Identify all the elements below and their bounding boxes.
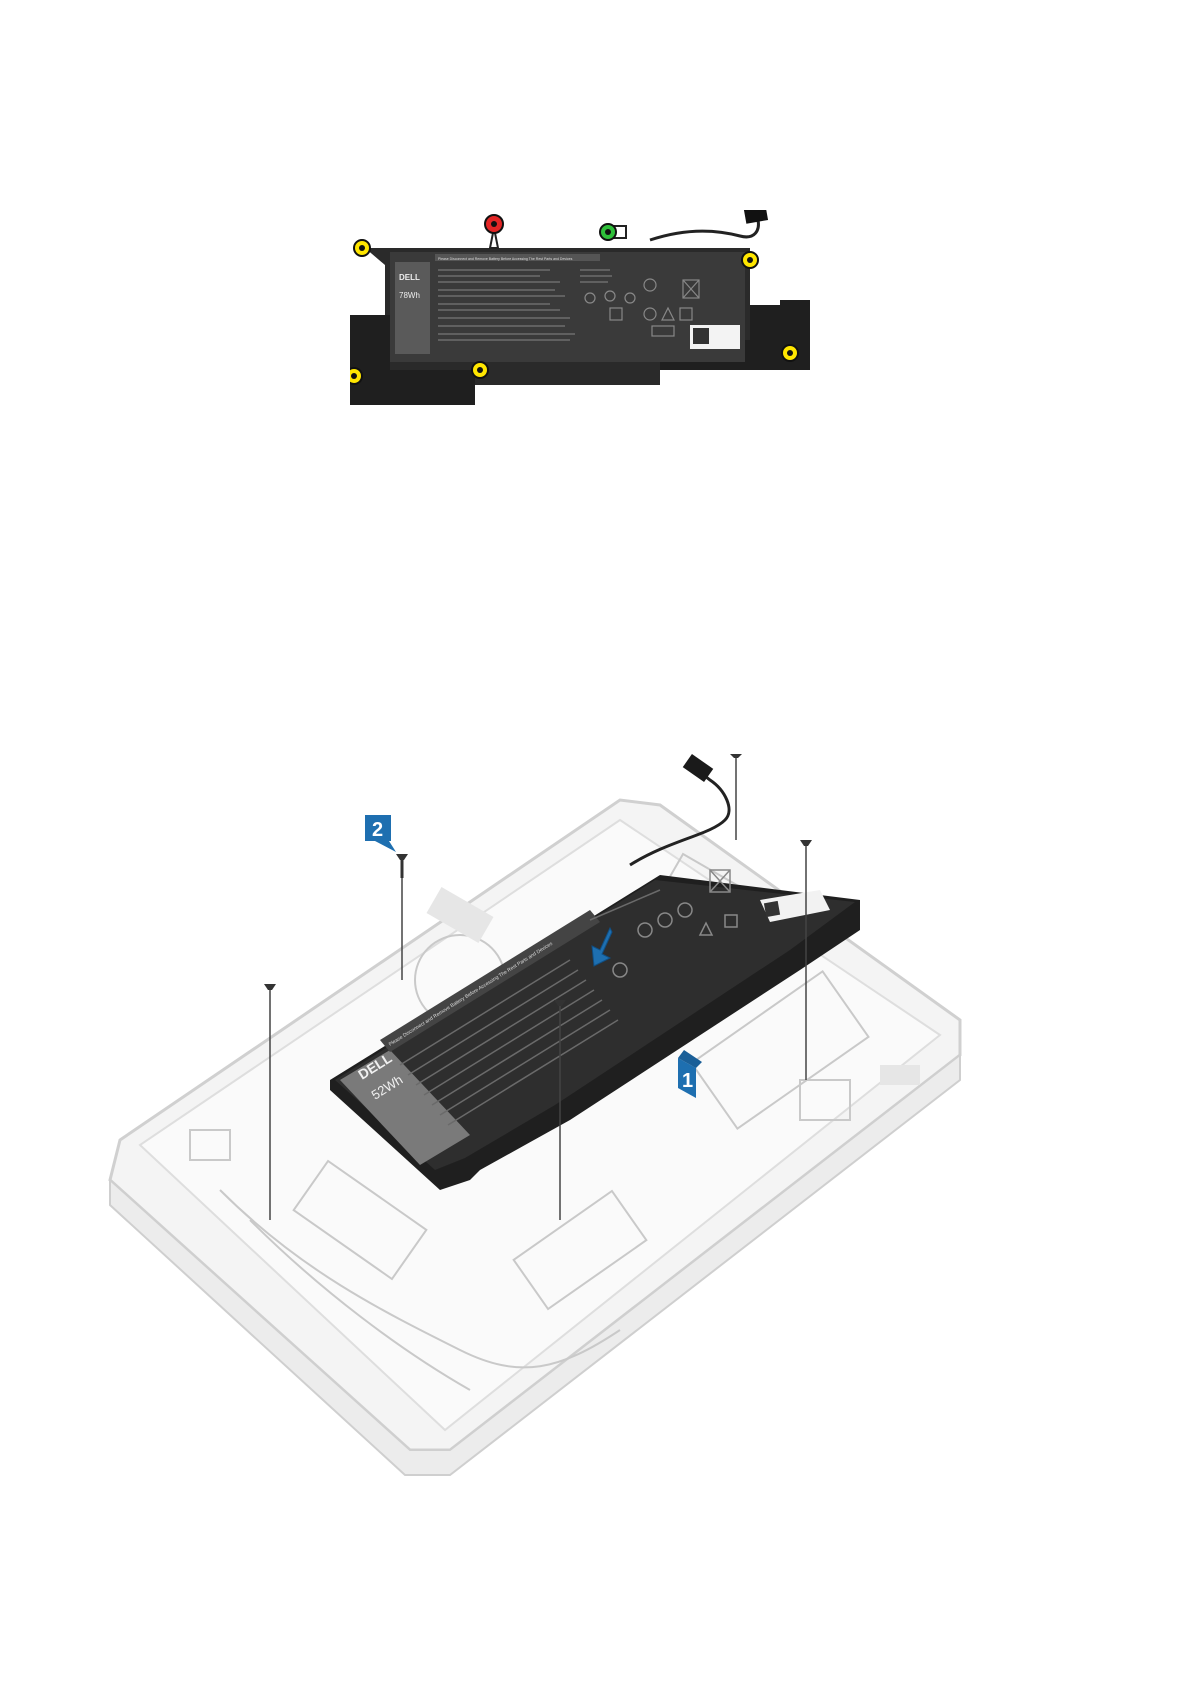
battery-brand: DELL [399, 273, 420, 282]
screw-marker-green [600, 224, 626, 240]
screw-marker-yellow-2 [742, 252, 758, 268]
battery-qr-code [764, 901, 780, 917]
screw-marker-yellow-5 [472, 362, 488, 378]
battery-cable-connector [744, 210, 768, 224]
screw-marker-yellow-1 [354, 240, 370, 256]
screw-marker-yellow-3 [782, 345, 798, 361]
battery-screw-locations-figure: Please Disconnect and Remove Battery Bef… [350, 210, 870, 440]
battery-cable [650, 220, 758, 240]
screw-marker-red [485, 215, 503, 248]
screw-1 [730, 754, 742, 840]
callout-2-label: 2 [372, 819, 383, 841]
callout-2: 2 [365, 815, 396, 852]
callout-1-label: 1 [682, 1070, 693, 1092]
battery-qr-code [693, 328, 709, 344]
battery-warning-text: Please Disconnect and Remove Battery Bef… [438, 257, 573, 261]
screw-marker-yellow-4 [350, 368, 362, 384]
battery-installation-figure: DELL 52Wh Please Disconnect and Remove B… [100, 750, 1060, 1570]
battery-capacity: 78Wh [399, 291, 420, 300]
